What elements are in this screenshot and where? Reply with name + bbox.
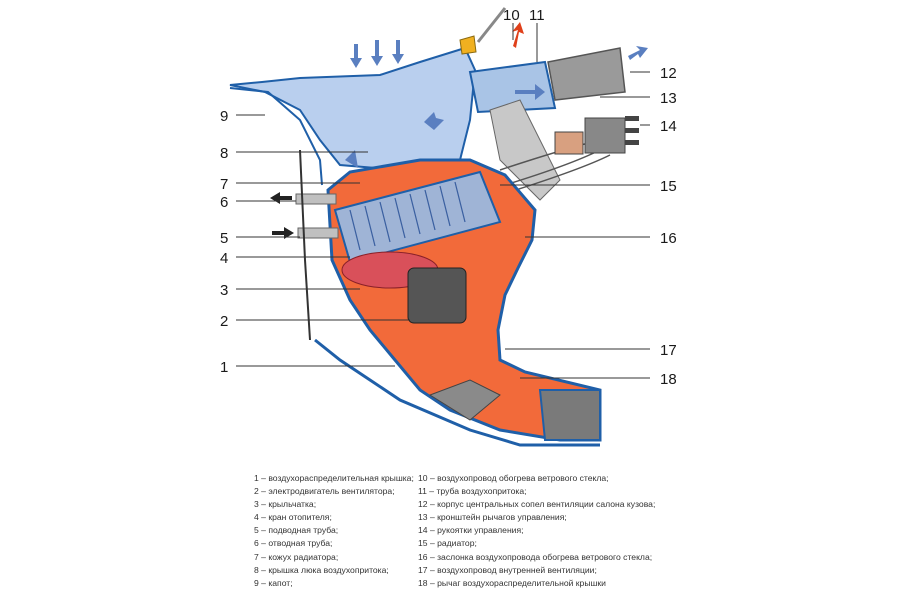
leader-lines: [236, 23, 650, 379]
callout-14: 14: [660, 118, 677, 135]
callout-3: 3: [220, 282, 228, 299]
legend-item: 15 – радиатор;: [418, 538, 477, 549]
legend-item: 7 – кожух радиатора;: [254, 551, 339, 562]
legend-item: 12 – корпус центральных сопел вентиляции…: [418, 499, 656, 510]
legend-item: 13 – кронштейн рычагов управления;: [418, 512, 567, 523]
legend-item: 18 – рычаг воздухораспределительной крыш…: [418, 577, 606, 588]
inlet-pipe: [297, 227, 339, 239]
callout-5: 5: [220, 230, 228, 247]
legend-item: 9 – капот;: [254, 577, 293, 588]
legend-item: 14 – рукоятки управления;: [418, 525, 524, 536]
legend-item: 16 – заслонка воздухопровода обогрева ве…: [418, 551, 653, 562]
vent-nozzle-housing: [547, 47, 626, 101]
firewall-line: [299, 149, 311, 341]
legend-item: 4 – кран отопителя;: [254, 512, 332, 523]
heater-diagram: 1 2 3 4 5 6 7 8 9 10 11 12 13 14 15 16 1…: [220, 7, 677, 447]
cold-air-arrows: [345, 40, 444, 168]
callout-8: 8: [220, 145, 228, 162]
hood-panel: [229, 46, 477, 172]
callout-13: 13: [660, 90, 677, 107]
legend-item: 6 – отводная труба;: [254, 538, 333, 549]
legend-item: 3 – крыльчатка;: [254, 499, 317, 510]
windshield-duct-rod: [476, 7, 507, 43]
callout-17: 17: [660, 342, 677, 359]
blue-arrow-intake: [515, 84, 545, 100]
windshield-duct-arrow: [512, 22, 524, 48]
legend-item: 11 – труба воздухопритока;: [418, 486, 527, 497]
bracket-yellow: [459, 35, 477, 55]
callout-1: 1: [220, 359, 228, 376]
hood-edge: [229, 87, 323, 186]
lower-duct: [428, 379, 501, 421]
callout-4: 4: [220, 250, 228, 267]
callout-9: 9: [220, 108, 228, 125]
control-spring: [554, 131, 584, 155]
callout-2: 2: [220, 313, 228, 330]
fan-motor: [407, 267, 467, 324]
legend-item: 2 – электродвигатель вентилятора;: [254, 486, 395, 497]
callout-6: 6: [220, 194, 228, 211]
legend-item: 10 – воздухопровод обогрева ветрового ст…: [418, 473, 609, 483]
callout-7: 7: [220, 176, 228, 193]
legend-item: 17 – воздухопровод внутренней вентиляции…: [418, 564, 597, 575]
callout-11: 11: [529, 7, 545, 24]
interior-vent-duct: [538, 389, 601, 441]
callout-12: 12: [660, 65, 677, 82]
dashboard-line: [314, 338, 600, 447]
callout-15: 15: [660, 178, 677, 195]
radiator-fins: [349, 181, 466, 251]
legend-left-column: 1 – воздухораспределительная крышка; 2 –…: [254, 472, 424, 590]
legend-item: 1 – воздухораспределительная крышка;: [254, 473, 414, 483]
air-intake-tube: [468, 60, 557, 114]
legend-item: 5 – подводная труба;: [254, 525, 339, 536]
callout-10: 10: [503, 7, 520, 24]
radiator: [333, 170, 502, 264]
legend-item: 8 – крышка люка воздухопритока;: [254, 564, 389, 575]
outlet-pipe: [295, 193, 337, 205]
nozzle-arrow: [628, 46, 648, 60]
control-bracket: [489, 99, 561, 201]
callout-16: 16: [660, 230, 677, 247]
control-handles-block: [584, 117, 626, 154]
inlet-arrow: [272, 227, 294, 239]
handle-knobs: [625, 116, 639, 145]
legend-right-column: 10 – воздухопровод обогрева ветрового ст…: [418, 472, 678, 590]
callout-18: 18: [660, 371, 677, 388]
outlet-arrow: [270, 192, 292, 204]
